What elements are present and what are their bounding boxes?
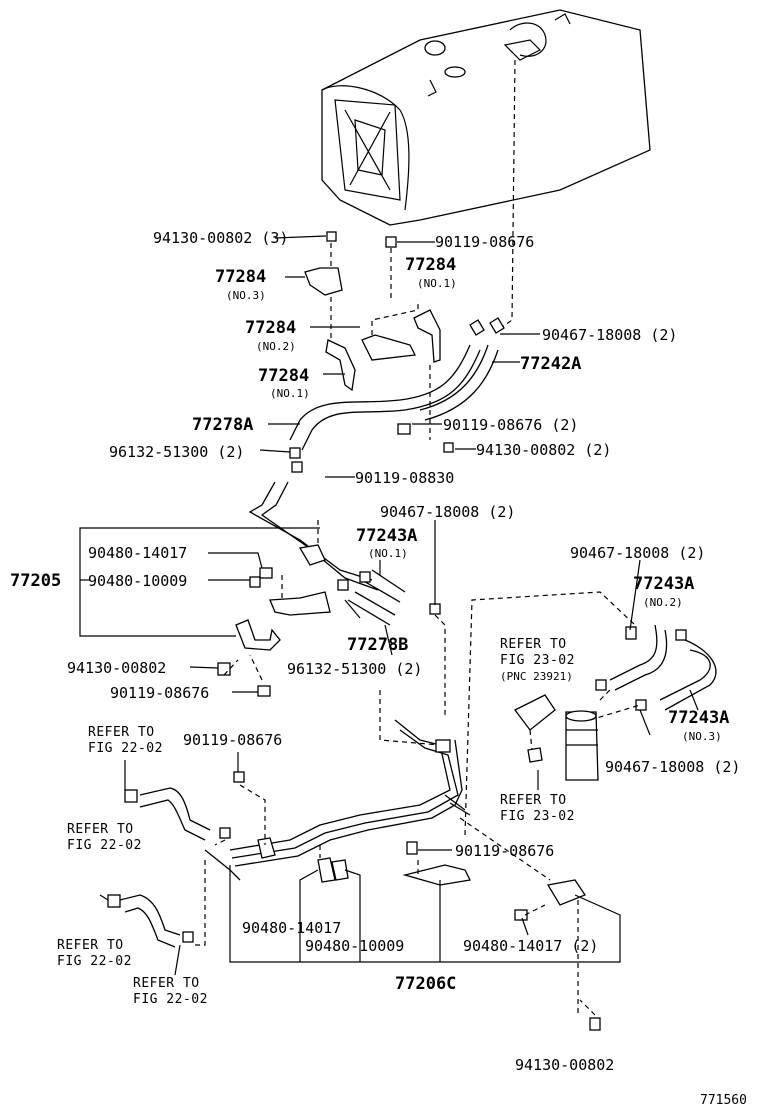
label-refer-to-fig23-b-1: REFER TO — [500, 793, 567, 808]
label-90119-08676-d: 90119-08676 — [455, 842, 554, 860]
label-refer-to-fig22-d-2: FIG 22-02 — [133, 992, 208, 1007]
label-77243A-no2: 77243A — [633, 574, 694, 594]
label-90480-14017-a: 90480-14017 — [88, 544, 187, 562]
label-77284-no1-top-sub: (NO.1) — [417, 277, 457, 290]
leader-lines — [79, 235, 699, 976]
label-90119-08830: 90119-08830 — [355, 469, 454, 487]
label-94130-00802-b: 94130-00802 — [515, 1056, 614, 1074]
label-90119-08676-c: 90119-08676 — [183, 731, 282, 749]
label-pnc-23921: (PNC 23921) — [500, 670, 573, 683]
label-90480-10009-a: 90480-10009 — [88, 572, 187, 590]
label-77284-no2: 77284 — [245, 318, 296, 338]
label-refer-to-fig22-c-1: REFER TO — [57, 938, 124, 953]
label-90480-14017-2: 90480-14017 (2) — [463, 937, 598, 955]
label-refer-to-fig22-b-1: REFER TO — [67, 822, 134, 837]
label-refer-to-fig22-d-1: REFER TO — [133, 976, 200, 991]
label-refer-to-fig23-a-1: REFER TO — [500, 637, 567, 652]
label-90467-18008-2b: 90467-18008 (2) — [380, 503, 515, 521]
label-77243A-no2-sub: (NO.2) — [643, 596, 683, 609]
label-77278B: 77278B — [347, 635, 408, 655]
label-77243A-no1: 77243A — [356, 526, 417, 546]
label-77278A: 77278A — [192, 415, 253, 435]
tube-77278A — [289, 344, 499, 473]
label-refer-to-fig22-c-2: FIG 22-02 — [57, 954, 132, 969]
label-90480-10009-b: 90480-10009 — [305, 937, 404, 955]
upper-brackets — [304, 231, 505, 440]
left-hoses — [107, 787, 231, 948]
fuel-tank — [321, 9, 651, 226]
label-77242A: 77242A — [520, 354, 581, 374]
label-90119-08676-b: 90119-08676 — [110, 684, 209, 702]
label-refer-to-fig22-a-1: REFER TO — [88, 725, 155, 740]
label-refer-to-fig23-a-2: FIG 23-02 — [500, 653, 575, 668]
part-labels: 94130-00802 (3) 90119-08676 77284 (NO.3)… — [10, 229, 747, 1108]
label-77284-no1-sub: (NO.1) — [270, 387, 310, 400]
label-77205: 77205 — [10, 571, 61, 591]
figure-number: 771560 — [700, 1093, 747, 1108]
label-90467-18008-2d: 90467-18008 (2) — [605, 758, 740, 776]
label-refer-to-fig22-b-2: FIG 22-02 — [67, 838, 142, 853]
label-77284-no1: 77284 — [258, 366, 309, 386]
fuel-filter-assembly — [379, 591, 717, 836]
hose-77243A-no1 — [337, 569, 446, 715]
label-77284-no1-top: 77284 — [405, 255, 456, 275]
label-90119-08676-a: 90119-08676 — [435, 233, 534, 251]
label-90119-08676-2: 90119-08676 (2) — [443, 416, 578, 434]
label-refer-to-fig22-a-2: FIG 22-02 — [88, 741, 163, 756]
tube-bundle-77206C — [204, 719, 601, 1031]
label-90467-18008-2c: 90467-18008 (2) — [570, 544, 705, 562]
label-94130-00802-2: 94130-00802 (2) — [476, 441, 611, 459]
label-96132-51300-2b: 96132-51300 (2) — [287, 660, 422, 678]
label-90480-14017-b: 90480-14017 — [242, 919, 341, 937]
label-77206C: 77206C — [395, 974, 456, 994]
label-94130-00802-3: 94130-00802 (3) — [153, 229, 288, 247]
label-77284-no3-sub: (NO.3) — [226, 289, 266, 302]
label-94130-00802-a: 94130-00802 — [67, 659, 166, 677]
label-77284-no3: 77284 — [215, 267, 266, 287]
label-77243A-no3: 77243A — [668, 708, 729, 728]
label-refer-to-fig23-b-2: FIG 23-02 — [500, 809, 575, 824]
label-77243A-no3-sub: (NO.3) — [682, 730, 722, 743]
label-77284-no2-sub: (NO.2) — [256, 340, 296, 353]
label-90467-18008-2a: 90467-18008 (2) — [542, 326, 677, 344]
label-77243A-no1-sub: (NO.1) — [368, 547, 408, 560]
tube-bundle-77205 — [217, 481, 379, 697]
label-96132-51300-2a: 96132-51300 (2) — [109, 443, 244, 461]
